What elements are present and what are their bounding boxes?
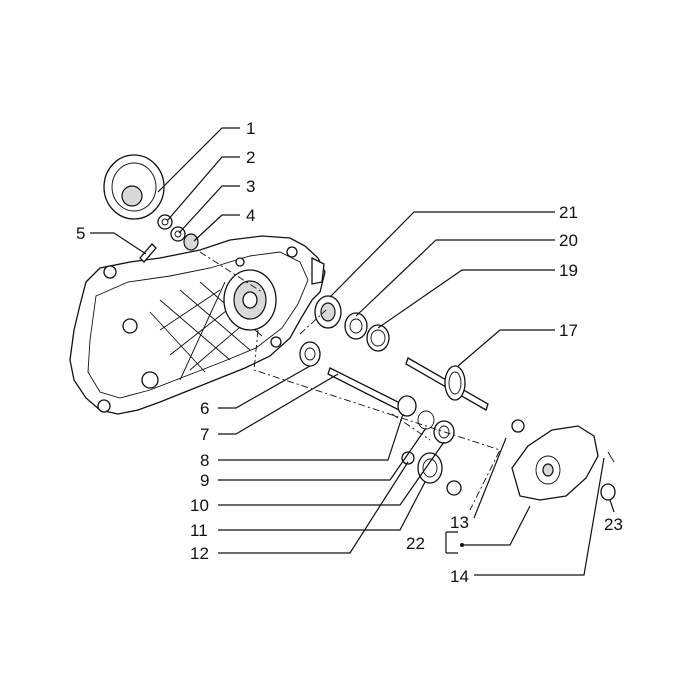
leader-lines xyxy=(90,127,615,576)
part-14-cover xyxy=(511,425,599,501)
part-11-gear xyxy=(417,452,443,484)
part-23-plug xyxy=(600,451,616,501)
label-12: 12 xyxy=(190,544,209,563)
label-6: 6 xyxy=(200,399,209,418)
label-1: 1 xyxy=(246,119,255,138)
label-8: 8 xyxy=(200,451,209,470)
label-13: 13 xyxy=(450,513,469,532)
part-labels: 1 2 3 4 5 21 20 19 17 6 7 8 9 10 11 12 1… xyxy=(76,119,623,586)
label-9: 9 xyxy=(200,471,209,490)
part-4-bushing xyxy=(183,233,199,251)
label-20: 20 xyxy=(559,231,578,250)
part-8-circlip xyxy=(397,395,417,417)
label-10: 10 xyxy=(190,496,209,515)
part-17-gear-shaft xyxy=(405,357,489,411)
label-22: 22 xyxy=(406,534,425,553)
label-4: 4 xyxy=(246,206,255,225)
label-19: 19 xyxy=(559,261,578,280)
label-7: 7 xyxy=(200,425,209,444)
part-13-dowel xyxy=(511,419,525,433)
part-20-seal xyxy=(344,312,368,340)
label-3: 3 xyxy=(246,177,255,196)
part-12-washer xyxy=(401,451,462,496)
assembly-lines xyxy=(199,251,501,511)
label-21: 21 xyxy=(559,203,578,222)
part-21-bearing xyxy=(314,295,342,329)
label-17: 17 xyxy=(559,321,578,340)
label-23: 23 xyxy=(604,515,623,534)
part-7-shaft xyxy=(327,367,403,411)
part-1-pulley xyxy=(103,154,165,220)
part-6-bearing xyxy=(299,341,321,367)
label-5: 5 xyxy=(76,224,85,243)
part-19-ring xyxy=(366,324,390,352)
label-14: 14 xyxy=(450,567,469,586)
label-11: 11 xyxy=(190,521,208,540)
crankcase-housing xyxy=(69,235,326,415)
part-5-pin xyxy=(139,243,157,263)
label-2: 2 xyxy=(246,148,255,167)
